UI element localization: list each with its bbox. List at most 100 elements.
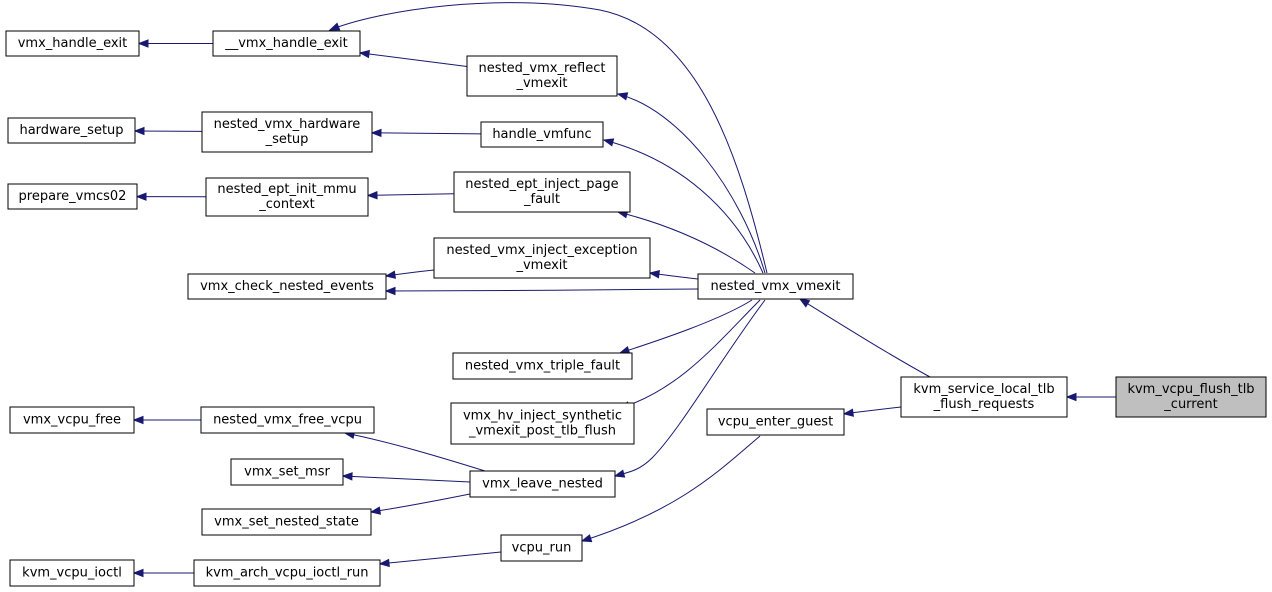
node-box: [433, 237, 651, 279]
node-nested-vmx-reflect-vmexit[interactable]: nested_vmx_reflect_vmexit: [466, 55, 618, 97]
node-box: [466, 55, 618, 97]
node-label: nested_vmx_vmexit: [711, 279, 841, 294]
edge-arrowhead: [384, 286, 396, 296]
node-box: [193, 559, 381, 587]
edge-line: [344, 432, 486, 472]
edge-arrowhead: [133, 126, 145, 136]
call-graph-nodes: vmx_handle_exit __vmx_handle_exit hardware…: [5, 30, 1267, 587]
edge-line: [617, 93, 766, 274]
node-label: kvm_service_local_tlb: [913, 382, 1054, 397]
node-label: vmx_set_nested_state: [214, 515, 359, 530]
node-label: handle_vmfunc: [492, 127, 591, 142]
edge-nested_vmx_vmexit-to-nested_vmx_reflect_vmexit: [616, 92, 766, 274]
edge-nested_vmx_vmexit-to-vmx_check_nested_events: [384, 286, 699, 296]
node-label: hardware_setup: [19, 123, 123, 138]
node-nested-vmx-free-vcpu[interactable]: nested_vmx_free_vcpu: [200, 406, 375, 434]
edge-arrowhead: [369, 506, 382, 515]
node-vmx-vcpu-free[interactable]: vmx_vcpu_free: [9, 406, 135, 434]
node-box: [9, 406, 135, 434]
edge-arrowhead: [580, 534, 593, 543]
node-vmx-set-nested-state[interactable]: vmx_set_nested_state: [201, 508, 372, 536]
node-hardware-setup[interactable]: hardware_setup: [7, 117, 136, 144]
edge-arrowhead: [613, 469, 626, 478]
edge-line: [367, 193, 455, 196]
node-vmx-hv-inject-synthetic[interactable]: vmx_hv_inject_synthetic_vmexit_post_tlb_…: [450, 402, 635, 445]
edge-nested_ept_inject_page_fault-to-nested_ept_init_mmu_context: [366, 190, 455, 200]
node-vmx-set-msr[interactable]: vmx_set_msr: [230, 458, 344, 486]
node-box: [706, 408, 845, 436]
edge-arrowhead: [135, 192, 147, 201]
node-vmx-leave-nested[interactable]: vmx_leave_nested: [469, 470, 616, 498]
edge-nested_vmx_reflect_vmexit-to-__vmx_handle_exit: [358, 49, 468, 67]
edge-nested_vmx_vmexit-to-vmx_leave_nested: [613, 299, 766, 478]
node-label: _vmexit_post_tlb_flush: [468, 424, 616, 439]
node-box: [500, 534, 583, 562]
edge-arrowhead: [358, 49, 370, 59]
edge-nested_vmx_vmexit-to-nested_vmx_triple_fault: [618, 299, 753, 355]
node-nested-vmx-inject-exception-vmexit[interactable]: nested_vmx_inject_exception_vmexit: [433, 237, 651, 279]
node-box: [7, 183, 138, 210]
edge-arrowhead: [328, 22, 341, 31]
edge-line: [329, 2, 768, 274]
edge-arrowhead: [341, 472, 353, 481]
node-label: vcpu_run: [512, 541, 572, 556]
node-kvm-arch-vcpu-ioctl-run[interactable]: kvm_arch_vcpu_ioctl_run: [193, 559, 381, 587]
node-handle-vmfunc[interactable]: handle_vmfunc: [480, 121, 604, 148]
node-nested-ept-inject-page-fault[interactable]: nested_ept_inject_page_fault: [453, 171, 631, 213]
edge-nested_ept_init_mmu_context-to-prepare_vmcs02: [135, 192, 207, 201]
node-box: [205, 177, 369, 217]
node-label: _setup: [265, 132, 309, 147]
node-nested-vmx-vmexit[interactable]: nested_vmx_vmexit: [697, 273, 854, 300]
edge-vcpu_enter_guest-to-vcpu_run: [580, 435, 761, 543]
edge-line: [843, 406, 902, 415]
node-box: [5, 30, 140, 57]
node-label: nested_vmx_inject_exception: [446, 243, 637, 258]
node-label: vmx_vcpu_free: [23, 413, 121, 428]
node-box: [7, 117, 136, 144]
node-kvm-vcpu-flush-tlb-current[interactable]: kvm_vcpu_flush_tlb_current: [1115, 376, 1267, 418]
edge-arrowhead: [602, 138, 615, 147]
edge-kvm_vcpu_flush_tlb_current-to-kvm_service_local_tlb_flush_requests: [1065, 392, 1116, 402]
node-label: vmx_set_msr: [244, 465, 330, 480]
node-label: prepare_vmcs02: [19, 189, 127, 204]
node-label: _vmexit: [515, 258, 567, 273]
node-label: _fault: [523, 192, 560, 207]
node-box: [453, 171, 631, 213]
edge-arrowhead: [132, 568, 144, 578]
node-box: [9, 559, 135, 587]
node-prepare-vmcs02[interactable]: prepare_vmcs02: [7, 183, 138, 210]
edge-vcpu_run-to-kvm_arch_vcpu_ioctl_run: [378, 551, 502, 568]
node-box: [201, 111, 373, 153]
edge-vmx_leave_nested-to-vmx_set_nested_state: [369, 493, 471, 515]
edge-nested_vmx_hardware_setup-to-hardware_setup: [133, 126, 203, 136]
node-label: nested_ept_init_mmu: [217, 182, 356, 197]
node-label: _current: [1163, 397, 1217, 412]
edge-nested_vmx_vmexit-to-nested_vmx_inject_exception_vmexit: [648, 270, 699, 280]
node-vcpu-run[interactable]: vcpu_run: [500, 534, 583, 562]
node-box: [200, 406, 375, 434]
node-box: [480, 121, 604, 148]
edge-vmx_leave_nested-to-vmx_set_msr: [341, 472, 471, 483]
node-kvm-vcpu-ioctl[interactable]: kvm_vcpu_ioctl: [9, 559, 135, 587]
edge-line: [619, 299, 761, 409]
edge-handle_vmfunc-to-nested_vmx_hardware_setup: [370, 128, 482, 138]
edge-line: [385, 288, 699, 292]
node-label: _context: [258, 197, 315, 212]
node-vcpu-enter-guest[interactable]: vcpu_enter_guest: [706, 408, 845, 436]
node-kvm-service-local-tlb-flush-requests[interactable]: kvm_service_local_tlb_flush_requests: [900, 376, 1068, 418]
node-label: nested_ept_inject_page: [465, 177, 618, 192]
node-vmx-check-nested-events[interactable]: vmx_check_nested_events: [187, 273, 387, 300]
edge-line: [581, 435, 761, 542]
node---vmx-handle-exit[interactable]: __vmx_handle_exit: [212, 30, 361, 57]
node-box: [452, 352, 633, 380]
node-label: vmx_hv_inject_synthetic: [463, 409, 622, 424]
node-nested-vmx-triple-fault[interactable]: nested_vmx_triple_fault: [452, 352, 633, 380]
node-box: [469, 470, 616, 498]
node-label: nested_vmx_hardware: [214, 117, 361, 132]
node-nested-vmx-hardware-setup[interactable]: nested_vmx_hardware_setup: [201, 111, 373, 153]
node-vmx-handle-exit[interactable]: vmx_handle_exit: [5, 30, 140, 57]
node-label: vcpu_enter_guest: [718, 415, 833, 430]
node-label: _flush_requests: [933, 397, 1035, 412]
node-nested-ept-init-mmu-context[interactable]: nested_ept_init_mmu_context: [205, 177, 369, 217]
edge-kvm_service_local_tlb_flush_requests-to-nested_vmx_vmexit: [798, 298, 931, 378]
